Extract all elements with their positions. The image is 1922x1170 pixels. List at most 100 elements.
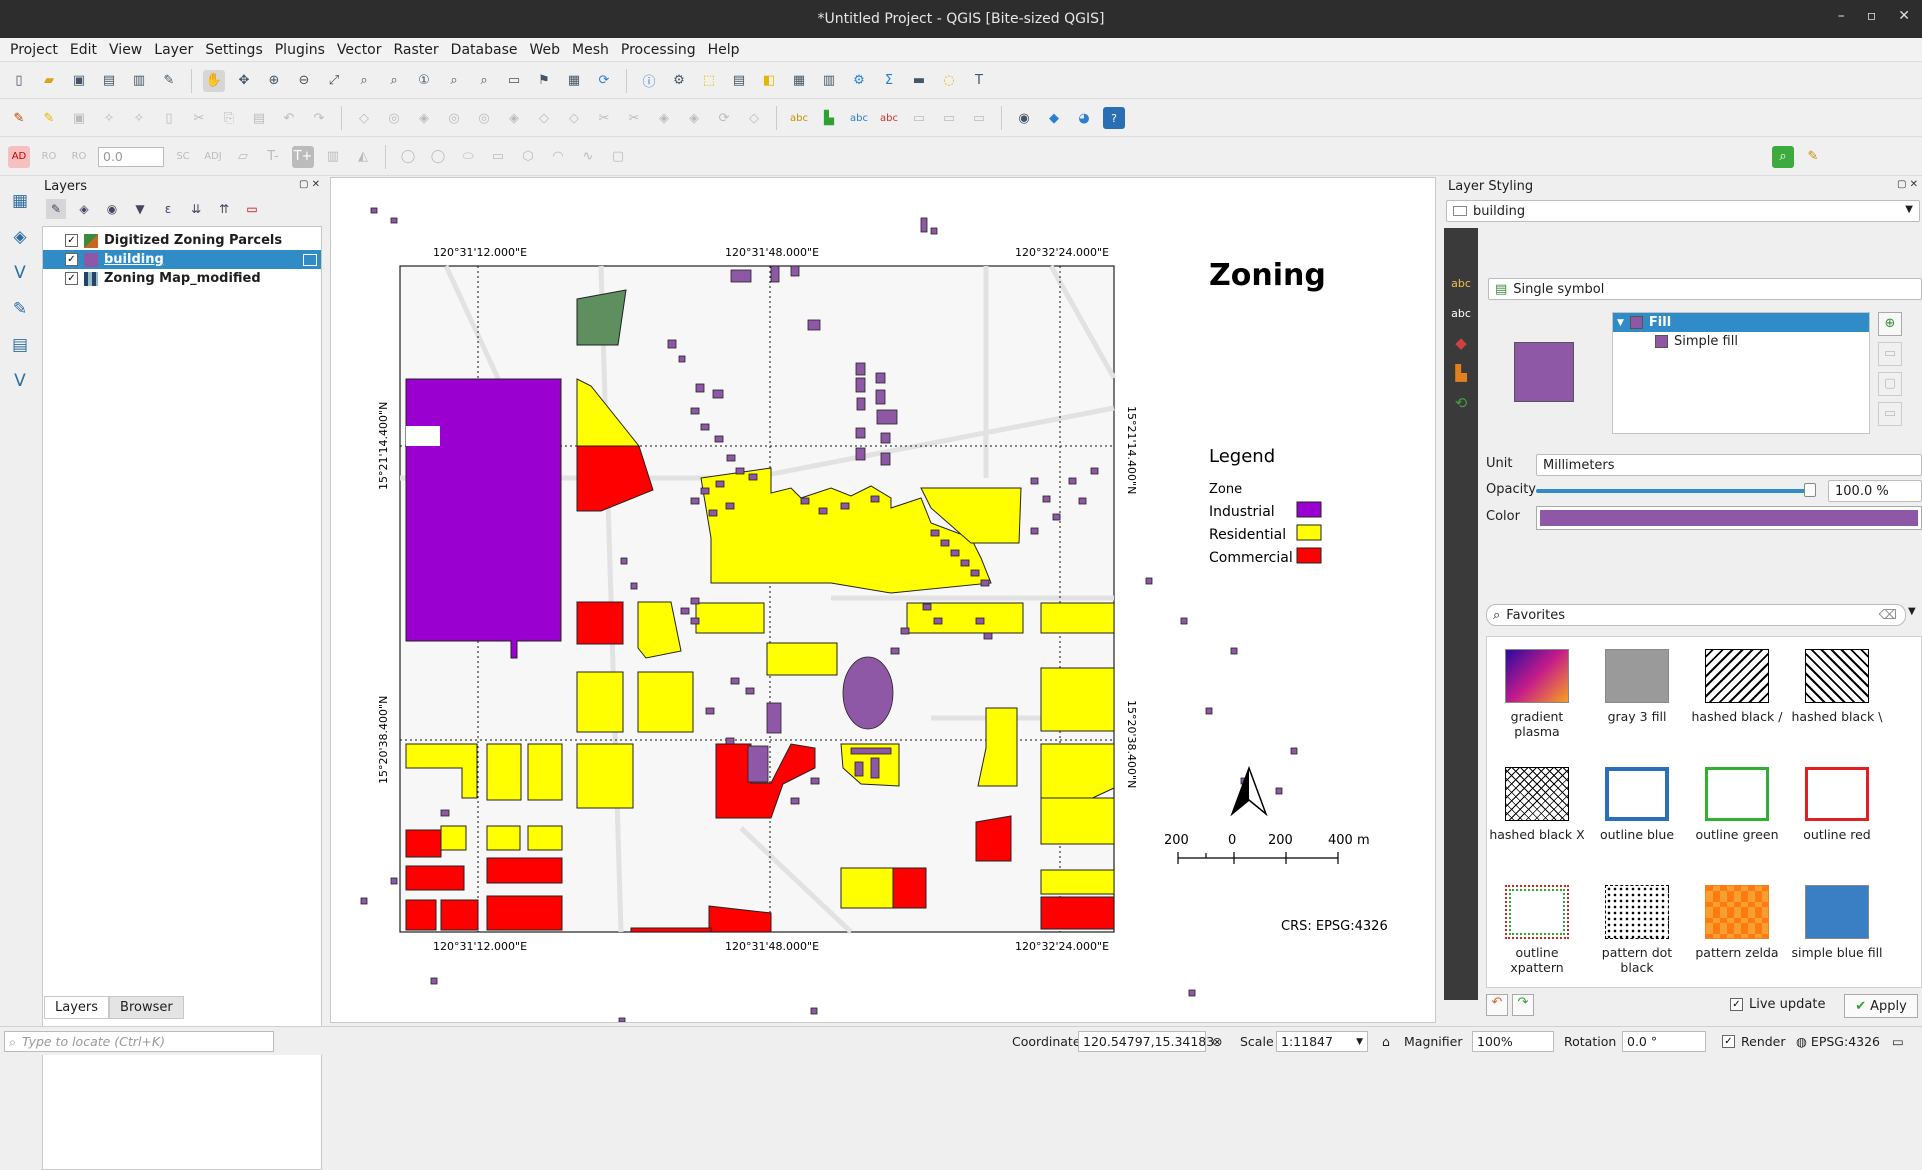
symbol-pattern-dot-black[interactable]: pattern dot black bbox=[1587, 885, 1687, 975]
change-label-icon[interactable]: ▭ bbox=[972, 110, 986, 126]
measure-icon[interactable]: ▬ bbox=[912, 73, 926, 88]
add-part-icon[interactable]: ◈ bbox=[419, 110, 429, 126]
menu-edit[interactable]: Edit bbox=[69, 41, 98, 58]
construct-icon[interactable]: T+ bbox=[292, 145, 314, 168]
redo-icon[interactable]: ↷ bbox=[313, 110, 325, 126]
zoom-in-icon[interactable]: ⊕ bbox=[268, 73, 280, 88]
maximize-button[interactable]: ▫ bbox=[1866, 8, 1877, 24]
extents-toggle-icon[interactable]: ⊗ bbox=[1212, 1033, 1223, 1049]
remove-symbol-layer-icon[interactable]: ▭ bbox=[1878, 342, 1902, 366]
delete-ring-icon[interactable]: ◎ bbox=[478, 110, 490, 126]
layer-visibility-checkbox[interactable]: ✓ bbox=[65, 253, 78, 266]
apply-button[interactable]: ✔ Apply bbox=[1844, 994, 1918, 1018]
filter-legend-icon[interactable]: ▼ bbox=[135, 202, 145, 216]
undo-style-icon[interactable]: ↶ bbox=[1486, 994, 1508, 1016]
refresh-icon[interactable]: ⟳ bbox=[598, 73, 610, 88]
metasearch-icon[interactable]: ◉ bbox=[1018, 110, 1030, 126]
digitize-settings-icon[interactable]: ✎ bbox=[1807, 149, 1819, 164]
select-features-icon[interactable]: ⬚ bbox=[702, 73, 716, 88]
current-edits-icon[interactable]: ✎ bbox=[13, 110, 25, 126]
add-group-icon[interactable]: ◈ bbox=[79, 202, 89, 216]
redo-style-icon[interactable]: ↷ bbox=[1512, 994, 1534, 1016]
menu-plugins[interactable]: Plugins bbox=[274, 41, 325, 58]
locator-search-icon[interactable]: ⌕ bbox=[1772, 145, 1794, 168]
layer-row-digitized-zoning[interactable]: ✓ Digitized Zoning Parcels bbox=[43, 231, 321, 250]
floater-icon[interactable]: ◭ bbox=[358, 149, 368, 164]
zoom-full-icon[interactable]: ⤢ bbox=[328, 73, 340, 88]
scale-field[interactable]: 1:11847▼ bbox=[1276, 1031, 1368, 1052]
toggle-editing-icon[interactable]: ✎ bbox=[43, 110, 55, 126]
add-wms-icon[interactable]: V bbox=[14, 371, 26, 391]
cut-icon[interactable]: ✂ bbox=[193, 110, 205, 126]
add-vertex-layer-icon[interactable]: V bbox=[14, 263, 26, 283]
help-icon[interactable]: ? bbox=[1103, 107, 1125, 129]
map-tips-icon[interactable]: ◌ bbox=[943, 73, 955, 88]
remove-layer-icon[interactable]: ▭ bbox=[246, 202, 258, 216]
delete-part-icon[interactable]: ◈ bbox=[509, 110, 519, 126]
add-raster-icon[interactable]: ▤ bbox=[11, 335, 29, 355]
layer-visibility-checkbox[interactable]: ✓ bbox=[65, 272, 78, 285]
panel-float-close-icons[interactable]: ▢ ✕ bbox=[298, 179, 320, 190]
messages-icon[interactable]: ▭ bbox=[1892, 1033, 1904, 1049]
3d-view-tab-icon[interactable]: ▙ bbox=[1455, 364, 1467, 382]
lock-symbol-layer-icon[interactable]: ▢ bbox=[1878, 372, 1902, 396]
panel-float-close-icons[interactable]: ▢ ✕ bbox=[1896, 179, 1918, 190]
tab-browser[interactable]: Browser bbox=[109, 996, 184, 1019]
identify-icon[interactable]: ⓘ bbox=[642, 75, 656, 90]
add-ring-icon[interactable]: ◎ bbox=[388, 110, 400, 126]
symbol-outline-blue[interactable]: outline blue bbox=[1587, 767, 1687, 842]
rotation-icon[interactable]: RO bbox=[71, 151, 87, 162]
menu-help[interactable]: Help bbox=[707, 41, 740, 58]
run-action-icon[interactable]: ⚙ bbox=[673, 73, 685, 88]
labels-tab-icon[interactable]: abc bbox=[1451, 306, 1471, 320]
menu-database[interactable]: Database bbox=[450, 41, 518, 58]
menu-processing[interactable]: Processing bbox=[620, 41, 696, 58]
shape-circle2-icon[interactable]: ◯ bbox=[430, 149, 446, 164]
digitize-icon[interactable]: ✧ bbox=[103, 110, 115, 126]
menu-layer[interactable]: Layer bbox=[154, 41, 194, 58]
clear-search-icon[interactable]: ⌫ bbox=[1878, 607, 1897, 623]
color-button[interactable] bbox=[1536, 506, 1922, 530]
menu-mesh[interactable]: Mesh bbox=[572, 41, 609, 58]
menu-raster[interactable]: Raster bbox=[393, 41, 439, 58]
globe-icon[interactable]: ◕ bbox=[1078, 110, 1090, 126]
symbol-simple-blue-fill[interactable]: simple blue fill bbox=[1787, 885, 1887, 960]
chevron-down-icon[interactable]: ▼ bbox=[1908, 606, 1916, 617]
shape-arc-icon[interactable]: ◠ bbox=[552, 149, 564, 164]
opacity-slider-handle[interactable] bbox=[1804, 483, 1816, 497]
open-project-icon[interactable]: ▰ bbox=[44, 73, 54, 88]
undo-icon[interactable]: ↶ bbox=[283, 110, 295, 126]
zoom-last-icon[interactable]: ⌕ bbox=[450, 73, 458, 88]
layout-manager-icon[interactable]: ▥ bbox=[132, 73, 146, 88]
snapping-icon[interactable]: SC bbox=[176, 151, 190, 162]
shape-spline-icon[interactable]: ∿ bbox=[582, 149, 594, 164]
zoom-next-icon[interactable]: ⌕ bbox=[480, 73, 488, 88]
save-project-icon[interactable]: ▣ bbox=[72, 73, 86, 88]
render-toggle[interactable]: ✓ Render bbox=[1722, 1031, 1786, 1051]
close-button[interactable]: ✕ bbox=[1898, 8, 1910, 24]
trace-icon[interactable]: ▱ bbox=[238, 149, 248, 164]
symbol-layer-fill[interactable]: ▼ Fill bbox=[1613, 313, 1869, 332]
menu-vector[interactable]: Vector bbox=[336, 41, 382, 58]
unit-select[interactable]: Millimeters bbox=[1536, 454, 1922, 476]
live-update-toggle[interactable]: ✓ Live update bbox=[1730, 997, 1825, 1012]
menu-web[interactable]: Web bbox=[529, 41, 561, 58]
add-vector-icon[interactable]: ◈ bbox=[13, 227, 27, 247]
zoom-layer-icon[interactable]: ⌕ bbox=[390, 73, 398, 88]
symbol-gradient-plasma[interactable]: gradient plasma bbox=[1487, 649, 1587, 739]
menu-settings[interactable]: Settings bbox=[205, 41, 263, 58]
minimize-button[interactable]: – bbox=[1837, 8, 1845, 24]
live-update-checkbox[interactable]: ✓ bbox=[1730, 998, 1743, 1011]
zoom-native-icon[interactable]: ① bbox=[418, 73, 430, 88]
shape-circle-icon[interactable]: ◯ bbox=[400, 149, 416, 164]
symbology-tab-icon[interactable]: abc bbox=[1451, 276, 1471, 290]
layer-visibility-checkbox[interactable]: ✓ bbox=[65, 234, 78, 247]
layer-row-zoning-map[interactable]: ✓ Zoning Map_modified bbox=[43, 269, 321, 288]
attribute-table-icon[interactable]: ▦ bbox=[792, 73, 806, 88]
merge-features-icon[interactable]: ◈ bbox=[659, 110, 669, 126]
renderer-select[interactable]: ▤ Single symbol bbox=[1488, 278, 1922, 300]
advanced-digitize-icon[interactable]: ◇ bbox=[359, 110, 369, 126]
symbol-outline-xpattern[interactable]: outline xpattern bbox=[1487, 885, 1587, 975]
new-project-icon[interactable]: ▯ bbox=[15, 73, 23, 88]
lock-scale-icon[interactable]: ⌂ bbox=[1382, 1033, 1390, 1049]
